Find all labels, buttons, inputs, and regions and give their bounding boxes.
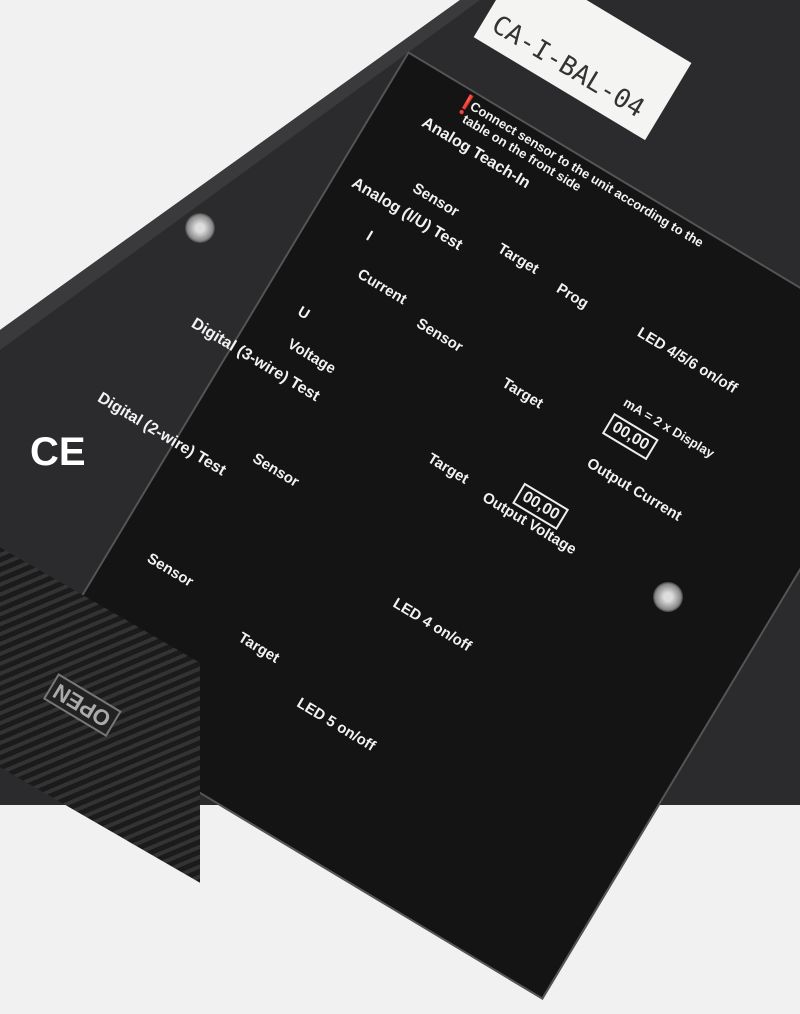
ce-mark: CE <box>30 430 86 474</box>
screw-icon <box>185 213 215 243</box>
screw-icon <box>653 582 683 612</box>
